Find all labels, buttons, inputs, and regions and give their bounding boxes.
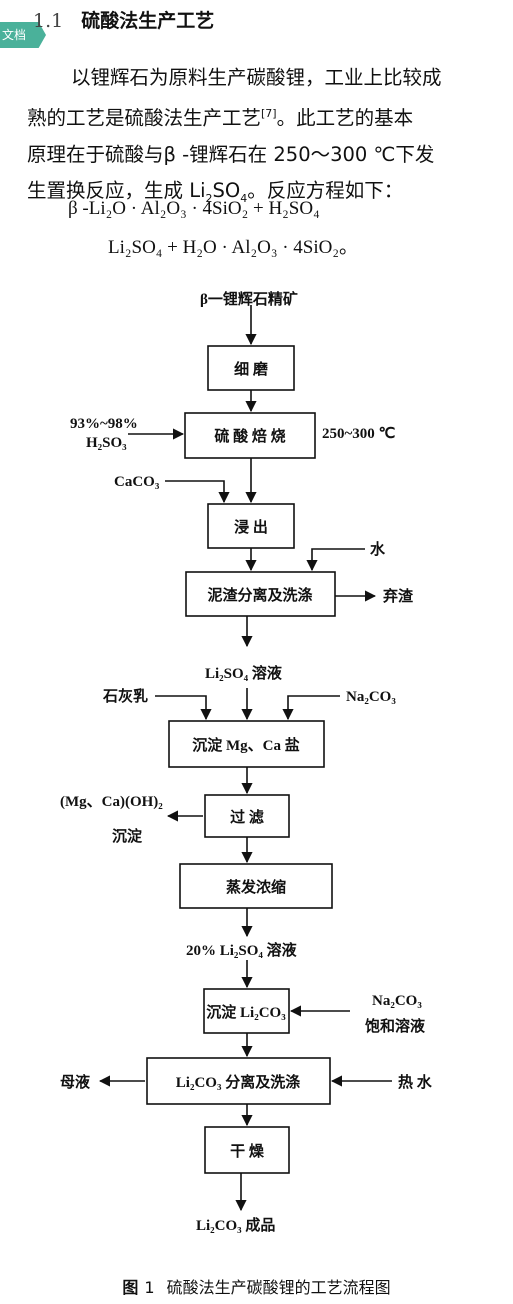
label-leaching: 浸 出	[234, 518, 268, 536]
paragraph-line: 熟的工艺是硫酸法生产工艺[7]。此工艺的基本	[27, 106, 414, 130]
box-evaporation	[179, 863, 333, 909]
label-lime-milk: 石灰乳	[102, 687, 148, 705]
label-evaporation: 蒸发浓缩	[226, 878, 286, 896]
label-saturated-solution: 饱和溶液	[365, 1017, 426, 1035]
label-product: Li₂CO₃ 成品	[196, 1216, 275, 1234]
label-drying: 干 燥	[230, 1143, 265, 1160]
label-filtration: 过 滤	[230, 808, 264, 826]
label-separation: 泥渣分离及洗涤	[207, 586, 312, 604]
box-li2co3-separation	[146, 1057, 331, 1105]
label-na2co3-2: Na₂CO₃	[372, 993, 422, 1009]
label-start: β一锂辉石精矿	[200, 290, 298, 308]
paragraph-line: 原理在于硫酸与β -锂辉石在 250～300 ℃下发	[27, 142, 435, 166]
label-acid-concentration: 93%~98%	[70, 416, 138, 432]
label-waste: 弃渣	[383, 587, 414, 605]
caption-label: 图	[122, 1278, 139, 1297]
label-acid-formula: H₂SO₃	[86, 435, 127, 451]
label-caco3: CaCO₃	[114, 474, 160, 490]
box-separation	[185, 571, 336, 617]
label-precipitate-li2co3: 沉淀 Li₂CO₃	[206, 1003, 286, 1021]
citation: [7]	[261, 107, 277, 120]
label-temperature: 250~300 ℃	[322, 426, 396, 442]
label-li2so4-solution: Li₂SO₄ 溶液	[205, 664, 283, 682]
paragraph-line: 以锂辉石为原料生产碳酸锂，工业上比较成	[71, 66, 442, 89]
label-roasting: 硫 酸 焙 烧	[214, 427, 285, 445]
label-na2co3: Na₂CO₃	[346, 689, 396, 705]
label-grinding: 细 磨	[234, 360, 269, 378]
box-drying	[204, 1126, 290, 1174]
section-heading: 1.1 硫酸法生产工艺	[33, 6, 214, 33]
label-precipitate-formula: (Mg、Ca)(OH)₂	[60, 794, 163, 810]
caption-text: 硫酸法生产碳酸锂的工艺流程图	[166, 1278, 391, 1297]
box-roasting	[184, 412, 316, 459]
caption-number: 1	[144, 1278, 155, 1297]
label-water: 水	[370, 540, 386, 558]
document-badge: 文档	[0, 22, 46, 48]
label-hot-water: 热 水	[398, 1073, 433, 1091]
label-precipitate: 沉淀	[112, 827, 143, 845]
section-number: 1.1	[33, 10, 64, 32]
paragraph-line: 生置换反应，生成 Li2SO4。反应方程如下：	[27, 178, 404, 205]
equation-line: Li₂SO₄ + H₂O · Al₂O₃ · 4SiO₂。	[108, 237, 358, 258]
label-precipitate-mgca: 沉淀 Mg、Ca 盐	[192, 736, 300, 754]
section-title: 硫酸法生产工艺	[81, 10, 215, 32]
equation-line: β -Li₂O · Al₂O₃ · 4SiO₂ + H₂SO₄	[68, 198, 320, 219]
label-li2co3-separation: Li₂CO₃ 分离及洗涤	[176, 1073, 300, 1091]
label-mother-liquor: 母液	[60, 1073, 91, 1091]
label-concentrated-solution: 20% Li₂SO₄ 溶液	[186, 941, 298, 959]
body-paragraph: 以锂辉石为原料生产碳酸锂，工业上比较成 熟的工艺是硫酸法生产工艺[7]。此工艺的…	[27, 60, 487, 216]
